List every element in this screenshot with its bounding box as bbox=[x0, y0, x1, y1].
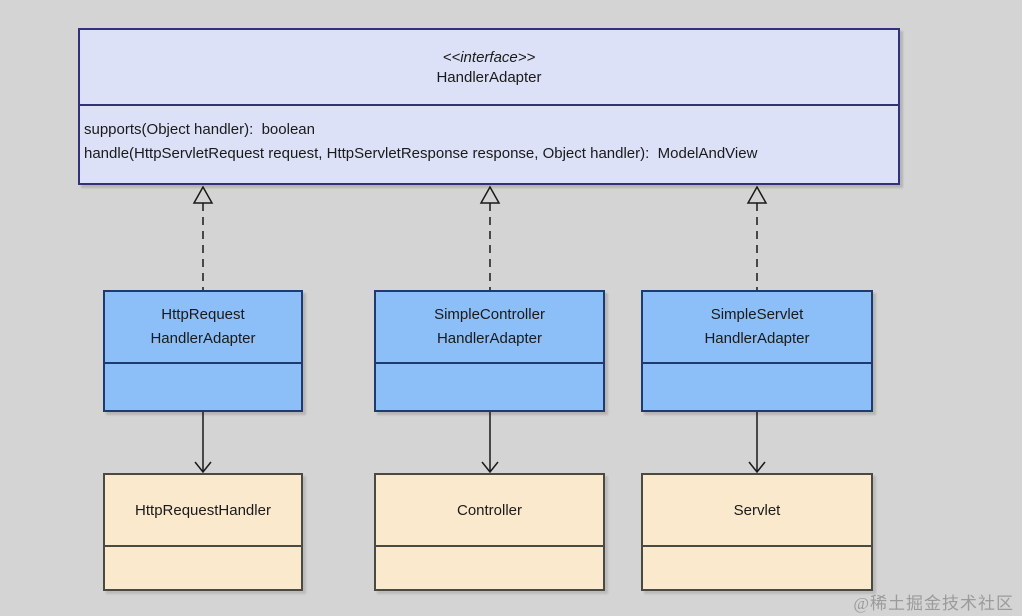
interface-stereotype: <<interface>> bbox=[442, 48, 536, 66]
class-name: Servlet bbox=[643, 475, 871, 547]
realization-arrow-icon bbox=[479, 185, 501, 290]
class-box-simple-servlet-handler-adapter[interactable]: SimpleServlet HandlerAdapter bbox=[641, 290, 873, 412]
class-name-line2: HandlerAdapter bbox=[436, 330, 543, 347]
class-name-line1: HttpRequest bbox=[161, 306, 245, 323]
class-name: HttpRequest HandlerAdapter bbox=[105, 292, 301, 364]
class-box-controller[interactable]: Controller bbox=[374, 473, 605, 591]
method-handle: handle(HttpServletRequest request, HttpS… bbox=[84, 145, 758, 162]
class-box-http-request-handler-adapter[interactable]: HttpRequest HandlerAdapter bbox=[103, 290, 303, 412]
watermark-text: @稀土掘金技术社区 bbox=[853, 594, 1014, 613]
class-name: SimpleServlet HandlerAdapter bbox=[643, 292, 871, 364]
class-name-line2: HandlerAdapter bbox=[150, 330, 256, 347]
interface-methods-compartment: supports(Object handler): boolean handle… bbox=[80, 106, 898, 166]
association-arrow-icon bbox=[481, 412, 499, 473]
interface-class-box[interactable]: <<interface>> HandlerAdapter supports(Ob… bbox=[78, 28, 900, 185]
class-box-http-request-handler[interactable]: HttpRequestHandler bbox=[103, 473, 303, 591]
class-box-simple-controller-handler-adapter[interactable]: SimpleController HandlerAdapter bbox=[374, 290, 605, 412]
class-name: Controller bbox=[376, 475, 603, 547]
class-name: HttpRequestHandler bbox=[105, 475, 301, 547]
method-supports: supports(Object handler): boolean bbox=[84, 121, 315, 138]
interface-name: HandlerAdapter bbox=[436, 68, 542, 86]
realization-arrow-icon bbox=[192, 185, 214, 290]
class-name-line1: SimpleController bbox=[434, 306, 545, 323]
class-box-servlet[interactable]: Servlet bbox=[641, 473, 873, 591]
association-arrow-icon bbox=[194, 412, 212, 473]
interface-title-compartment: <<interface>> HandlerAdapter bbox=[80, 30, 898, 106]
association-arrow-icon bbox=[748, 412, 766, 473]
class-name: SimpleController HandlerAdapter bbox=[376, 292, 603, 364]
realization-arrow-icon bbox=[746, 185, 768, 290]
class-name-line2: HandlerAdapter bbox=[704, 330, 810, 347]
class-name-line1: SimpleServlet bbox=[710, 306, 804, 323]
